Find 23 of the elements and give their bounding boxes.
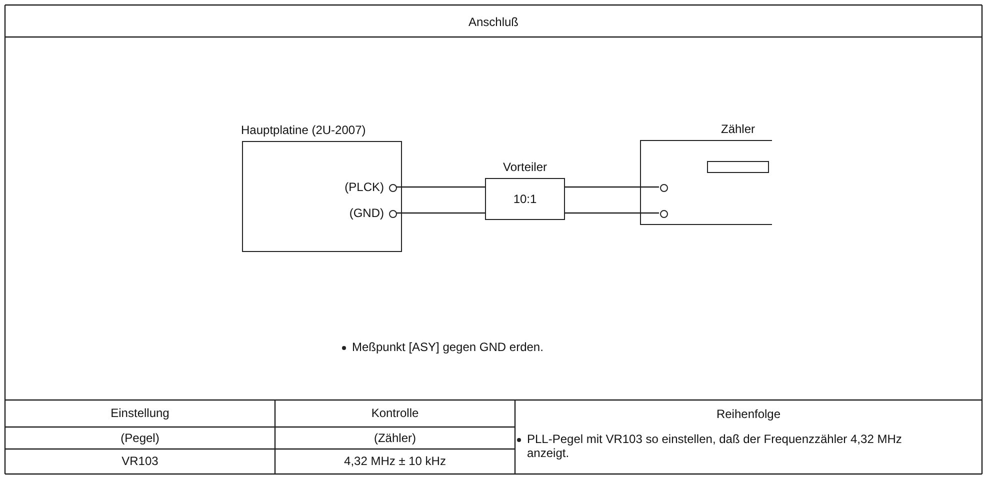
- display-window: [707, 161, 769, 173]
- component-title: Hauptplatine (2U-2007): [241, 123, 366, 137]
- cell-text: 4,32 MHz ± 10 kHz: [344, 454, 446, 468]
- component-title: Zähler: [721, 122, 756, 136]
- note-text: Meßpunkt [ASY] gegen GND erden.: [352, 340, 544, 354]
- instruction-text: PLL-Pegel mit VR103 so einstellen, daß der Frequenzzähler 4,32 MHz anzeigt.: [527, 432, 903, 460]
- wire: [396, 186, 485, 188]
- cell-text: VR103: [122, 454, 158, 468]
- section-heading: Anschluß: [468, 15, 519, 29]
- wire: [396, 212, 485, 214]
- wire: [565, 186, 659, 188]
- component-title: Vorteiler: [502, 160, 548, 174]
- cell-text: (Zähler): [374, 431, 416, 445]
- pin-label: (GND): [349, 206, 384, 220]
- terminal-circle: [660, 184, 668, 192]
- column-header: Einstellung: [110, 406, 170, 420]
- pin-label: (PLCK): [344, 180, 384, 194]
- cell-text: (Pegel): [120, 431, 160, 445]
- terminal-circle: [660, 210, 668, 218]
- wire: [565, 212, 659, 214]
- column-header: Kontrolle: [371, 406, 419, 420]
- column-header: Reihenfolge: [716, 407, 781, 421]
- ratio-text: 10:1: [513, 192, 537, 206]
